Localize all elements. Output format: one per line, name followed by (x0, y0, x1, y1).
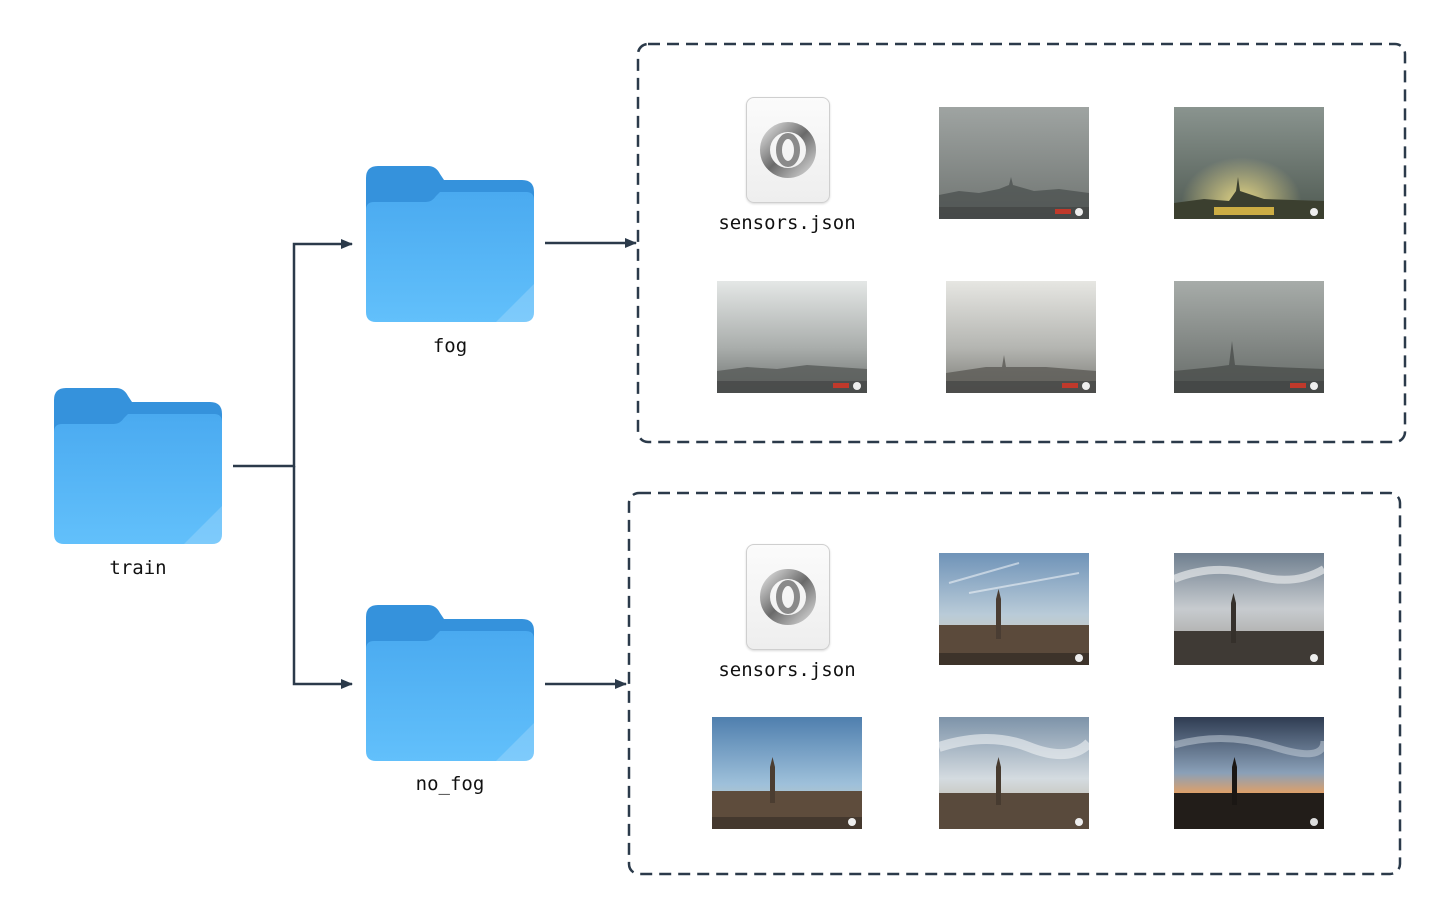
webcam-photo-icon (717, 281, 867, 393)
no-fog-photo-4[interactable] (939, 717, 1089, 829)
train-folder[interactable] (54, 388, 222, 550)
fog-photo-5[interactable] (1174, 281, 1324, 393)
json-file-icon[interactable] (746, 97, 830, 203)
no-fog-json-label: sensors.json (718, 659, 856, 681)
webcam-photo-icon (939, 107, 1089, 219)
webcam-photo-icon (712, 717, 862, 829)
fog-contents-box (636, 42, 1407, 444)
webcam-photo-icon (1174, 107, 1324, 219)
webcam-photo-icon (946, 281, 1096, 393)
fog-json-label: sensors.json (718, 212, 856, 234)
json-file-icon[interactable] (746, 544, 830, 650)
folder-icon (366, 605, 534, 761)
webcam-photo-icon (939, 553, 1089, 665)
webcam-photo-icon (1174, 281, 1324, 393)
webcam-photo-icon (1174, 553, 1324, 665)
no-fog-folder-label: no_fog (415, 773, 485, 795)
no-fog-photo-1[interactable] (939, 553, 1089, 665)
fog-photo-3[interactable] (717, 281, 867, 393)
no-fog-photo-5[interactable] (1174, 717, 1324, 829)
webcam-photo-icon (1174, 717, 1324, 829)
no-fog-photo-2[interactable] (1174, 553, 1324, 665)
fog-folder[interactable] (366, 166, 534, 328)
fog-folder-label: fog (432, 335, 468, 357)
webcam-photo-icon (939, 717, 1089, 829)
no-fog-contents-box (627, 491, 1402, 876)
no-fog-folder[interactable] (366, 605, 534, 767)
fog-photo-1[interactable] (939, 107, 1089, 219)
arrow-train-to-fog (233, 239, 353, 468)
arrow-train-to-no-fog (292, 466, 353, 689)
no-fog-photo-3[interactable] (712, 717, 862, 829)
folder-icon (366, 166, 534, 322)
fog-photo-2[interactable] (1174, 107, 1324, 219)
fog-photo-4[interactable] (946, 281, 1096, 393)
train-folder-label: train (109, 557, 167, 579)
folder-icon (54, 388, 222, 544)
